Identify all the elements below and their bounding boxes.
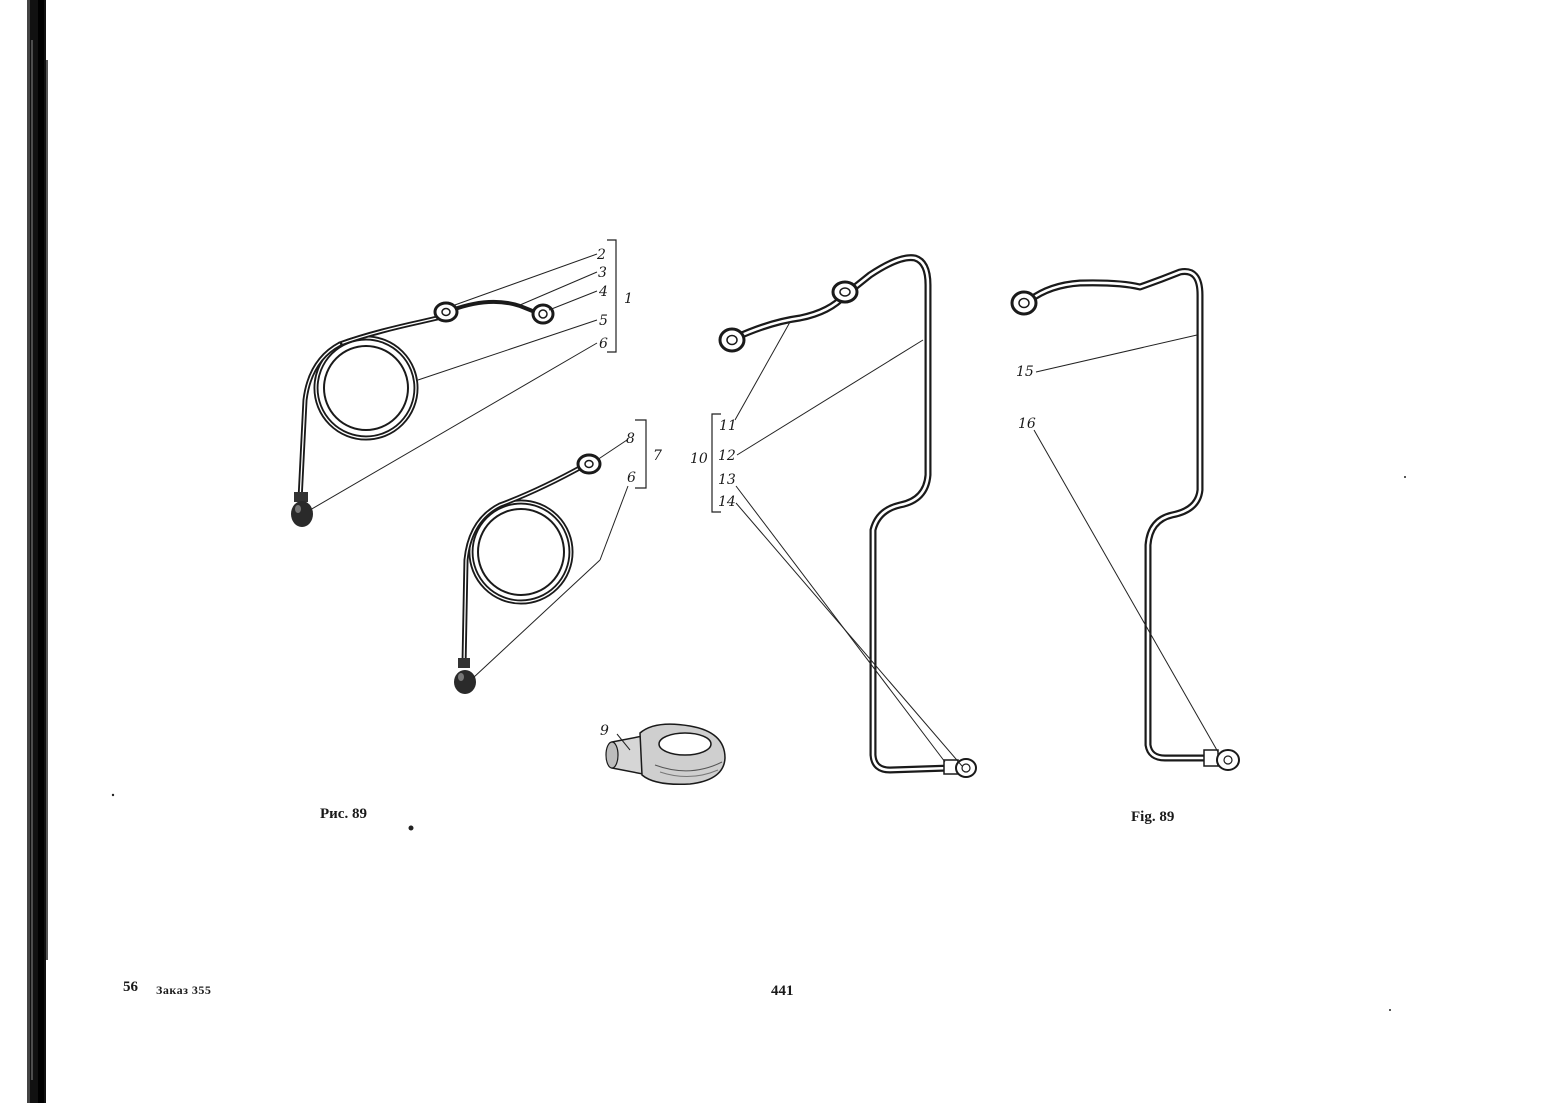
pipe-assembly-7 bbox=[454, 453, 602, 694]
callout-6b: 6 bbox=[627, 470, 636, 486]
callout-7: 7 bbox=[653, 448, 662, 464]
callout-14: 14 bbox=[718, 494, 736, 510]
leader-lines bbox=[309, 253, 1219, 767]
pipe-assembly-10 bbox=[718, 254, 977, 778]
callout-3: 3 bbox=[598, 265, 607, 281]
figure-caption-en: Fig. 89 bbox=[1131, 809, 1175, 825]
callout-8: 8 bbox=[626, 431, 635, 447]
callout-numbers: 2 3 4 1 5 6 8 7 6 9 11 10 12 13 14 15 16 bbox=[596, 247, 1036, 739]
callout-5: 5 bbox=[599, 313, 608, 329]
callout-brackets bbox=[607, 239, 721, 513]
callout-9: 9 bbox=[600, 723, 609, 739]
callout-4: 4 bbox=[598, 284, 608, 300]
callout-12: 12 bbox=[718, 448, 736, 464]
callout-2: 2 bbox=[596, 247, 606, 263]
scan-binding-edge bbox=[27, 0, 48, 1103]
footer-sheet-number: 56 bbox=[123, 979, 138, 995]
callout-10: 10 bbox=[690, 451, 708, 467]
footer-order-label: Заказ 355 bbox=[156, 983, 212, 997]
callout-6a: 6 bbox=[599, 336, 608, 352]
callout-16: 16 bbox=[1018, 416, 1036, 432]
callout-13: 13 bbox=[718, 472, 736, 488]
page-number: 441 bbox=[771, 983, 794, 999]
scan-specks bbox=[111, 476, 1406, 1011]
figure-caption-ru: Рис. 89 bbox=[320, 806, 367, 822]
callout-1: 1 bbox=[624, 291, 633, 307]
callout-11: 11 bbox=[719, 418, 737, 434]
banjo-union-9 bbox=[605, 723, 726, 786]
callout-15: 15 bbox=[1016, 364, 1034, 380]
pipe-assembly-1 bbox=[291, 299, 555, 527]
pipe-assembly-15 bbox=[1010, 268, 1240, 771]
